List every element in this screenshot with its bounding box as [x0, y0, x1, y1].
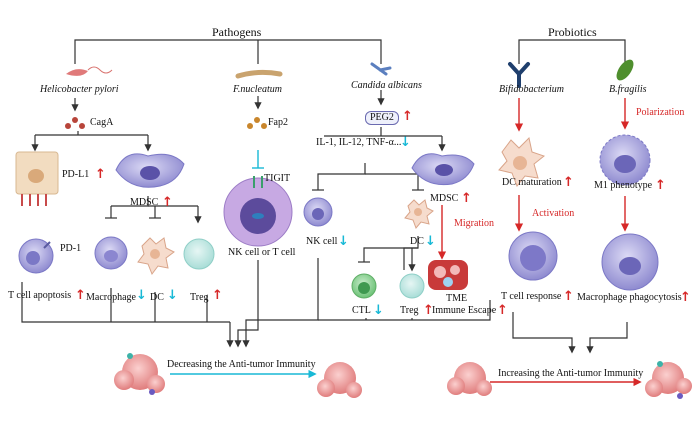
- probiotics-bracket: [518, 39, 626, 64]
- ctl-down-arrow: ↓: [373, 303, 384, 318]
- mdsc-left-up-arrow: ↑: [162, 195, 173, 210]
- probiotics-header: Probiotics: [548, 25, 597, 39]
- fap2-dots: [247, 117, 267, 129]
- treg-left-label: Treg: [190, 292, 209, 303]
- t-cell-response-label: T cell response: [501, 291, 562, 302]
- pd-1-label: PD-1: [60, 243, 82, 254]
- ctl-label: CTL: [352, 305, 371, 316]
- peg2-label: PEG2: [365, 111, 399, 125]
- ctl-cell: [351, 273, 377, 299]
- dc-cell-left: [137, 237, 175, 276]
- polarization-label: Polarization: [636, 107, 685, 118]
- tigit-label: TIGIT: [264, 173, 291, 184]
- macrophage-label: Macrophage: [86, 292, 136, 303]
- dc-maturation-cell: [498, 136, 546, 187]
- dc-left-down-arrow: ↓: [167, 288, 178, 303]
- nk-cell-down-arrow: ↓: [338, 234, 349, 249]
- f-nucleatum-illustration: [235, 69, 283, 79]
- t-cell-response-up-arrow: ↑: [563, 289, 574, 304]
- pd1-t-cell: [18, 238, 54, 274]
- macrophage-phagocytosis-up-arrow: ↑: [680, 290, 691, 305]
- nk-cell-label: NK cell: [306, 236, 338, 247]
- immune-escape-label: Immune Escape: [432, 305, 497, 316]
- tme-illustration: [428, 260, 468, 290]
- h-pylori-illustration: [66, 66, 113, 76]
- b-fragilis-illustration: [616, 59, 634, 81]
- dc-maturation-label: DC maturation: [502, 177, 562, 188]
- pd-l1-up-arrow: ↑: [95, 167, 106, 182]
- tumor-right-after: [645, 361, 692, 399]
- mdsc-right-up-arrow: ↑: [461, 191, 472, 206]
- dc-maturation-up-arrow: ↑: [563, 175, 574, 190]
- bifidobacterium-label: Bifidobacterium: [499, 84, 564, 95]
- phagocytosis-macrophage-cell: [601, 233, 659, 291]
- pathogens-bracket: [74, 39, 382, 64]
- dc-mid-label: DC: [410, 236, 424, 247]
- increasing-immunity-label: Increasing the Anti-tumor Immunity: [498, 368, 644, 379]
- nk-or-t-cell: [223, 176, 293, 247]
- treg-cell-left: [183, 238, 215, 270]
- treg-mid-up-arrow: ↑: [423, 303, 434, 318]
- immune-escape-up-arrow: ↑: [497, 303, 508, 318]
- dc-left-label: DC: [150, 292, 164, 303]
- m1-phenotype-label: M1 phenotype: [594, 180, 653, 191]
- t-cell-apoptosis-label: T cell apoptosis: [8, 290, 72, 301]
- treg-left-up-arrow: ↑: [212, 288, 223, 303]
- m1-phenotype-up-arrow: ↑: [655, 178, 666, 193]
- mdsc-left-label: MDSC: [130, 197, 159, 208]
- dc-mid-down-arrow: ↓: [425, 234, 436, 249]
- activation-label: Activation: [532, 208, 575, 219]
- treg-cell-mid: [399, 273, 425, 299]
- m1-macrophage-cell: [599, 134, 651, 186]
- tme-label: TME: [446, 293, 468, 304]
- treg-mid-label: Treg: [400, 305, 419, 316]
- nk-cell: [303, 197, 333, 227]
- epithelial-cell: [15, 151, 59, 206]
- b-fragilis-label: B.fragilis: [609, 84, 647, 95]
- cytokines-down-arrow: ↓: [400, 135, 411, 150]
- tumor-left-before: [114, 353, 165, 395]
- cytokines-label: IL-1, IL-12, TNF-α...: [316, 137, 402, 148]
- h-pylori-label: Helicobacter pylori: [40, 84, 119, 95]
- mdsc-right-label: MDSC: [430, 193, 459, 204]
- mdsc-cell-right: [411, 153, 475, 186]
- migration-label: Migration: [454, 218, 494, 229]
- colored-arrows: [31, 98, 642, 387]
- pathogens-header: Pathogens: [212, 25, 262, 39]
- tumor-right-before: [447, 362, 492, 396]
- macrophage-cell: [94, 236, 128, 270]
- dc-cell-mid: [404, 199, 434, 229]
- t-cell-apoptosis-up-arrow: ↑: [75, 288, 86, 303]
- caga-label: CagA: [90, 117, 114, 128]
- c-albicans-illustration: [370, 62, 392, 76]
- pd-l1-label: PD-L1: [62, 169, 90, 180]
- peg2-up-arrow: ↑: [402, 109, 413, 124]
- fap2-label: Fap2: [268, 117, 288, 128]
- decreasing-immunity-label: Decreasing the Anti-tumor Immunity: [167, 359, 316, 370]
- macrophage-phagocytosis-label: Macrophage phagocytosis: [577, 292, 682, 303]
- macrophage-down-arrow: ↓: [136, 288, 147, 303]
- bifidobacterium-illustration: [508, 62, 530, 88]
- caga-dots: [65, 117, 85, 129]
- t-cell-response-cell: [508, 231, 558, 281]
- mdsc-cell-left: [115, 153, 185, 188]
- nk-or-t-cell-label: NK cell or T cell: [228, 247, 296, 258]
- f-nucleatum-label: F.nucleatum: [233, 84, 282, 95]
- tumor-left-after: [317, 362, 362, 398]
- connector-lines: [21, 39, 628, 354]
- c-albicans-label: Candida albicans: [351, 80, 422, 91]
